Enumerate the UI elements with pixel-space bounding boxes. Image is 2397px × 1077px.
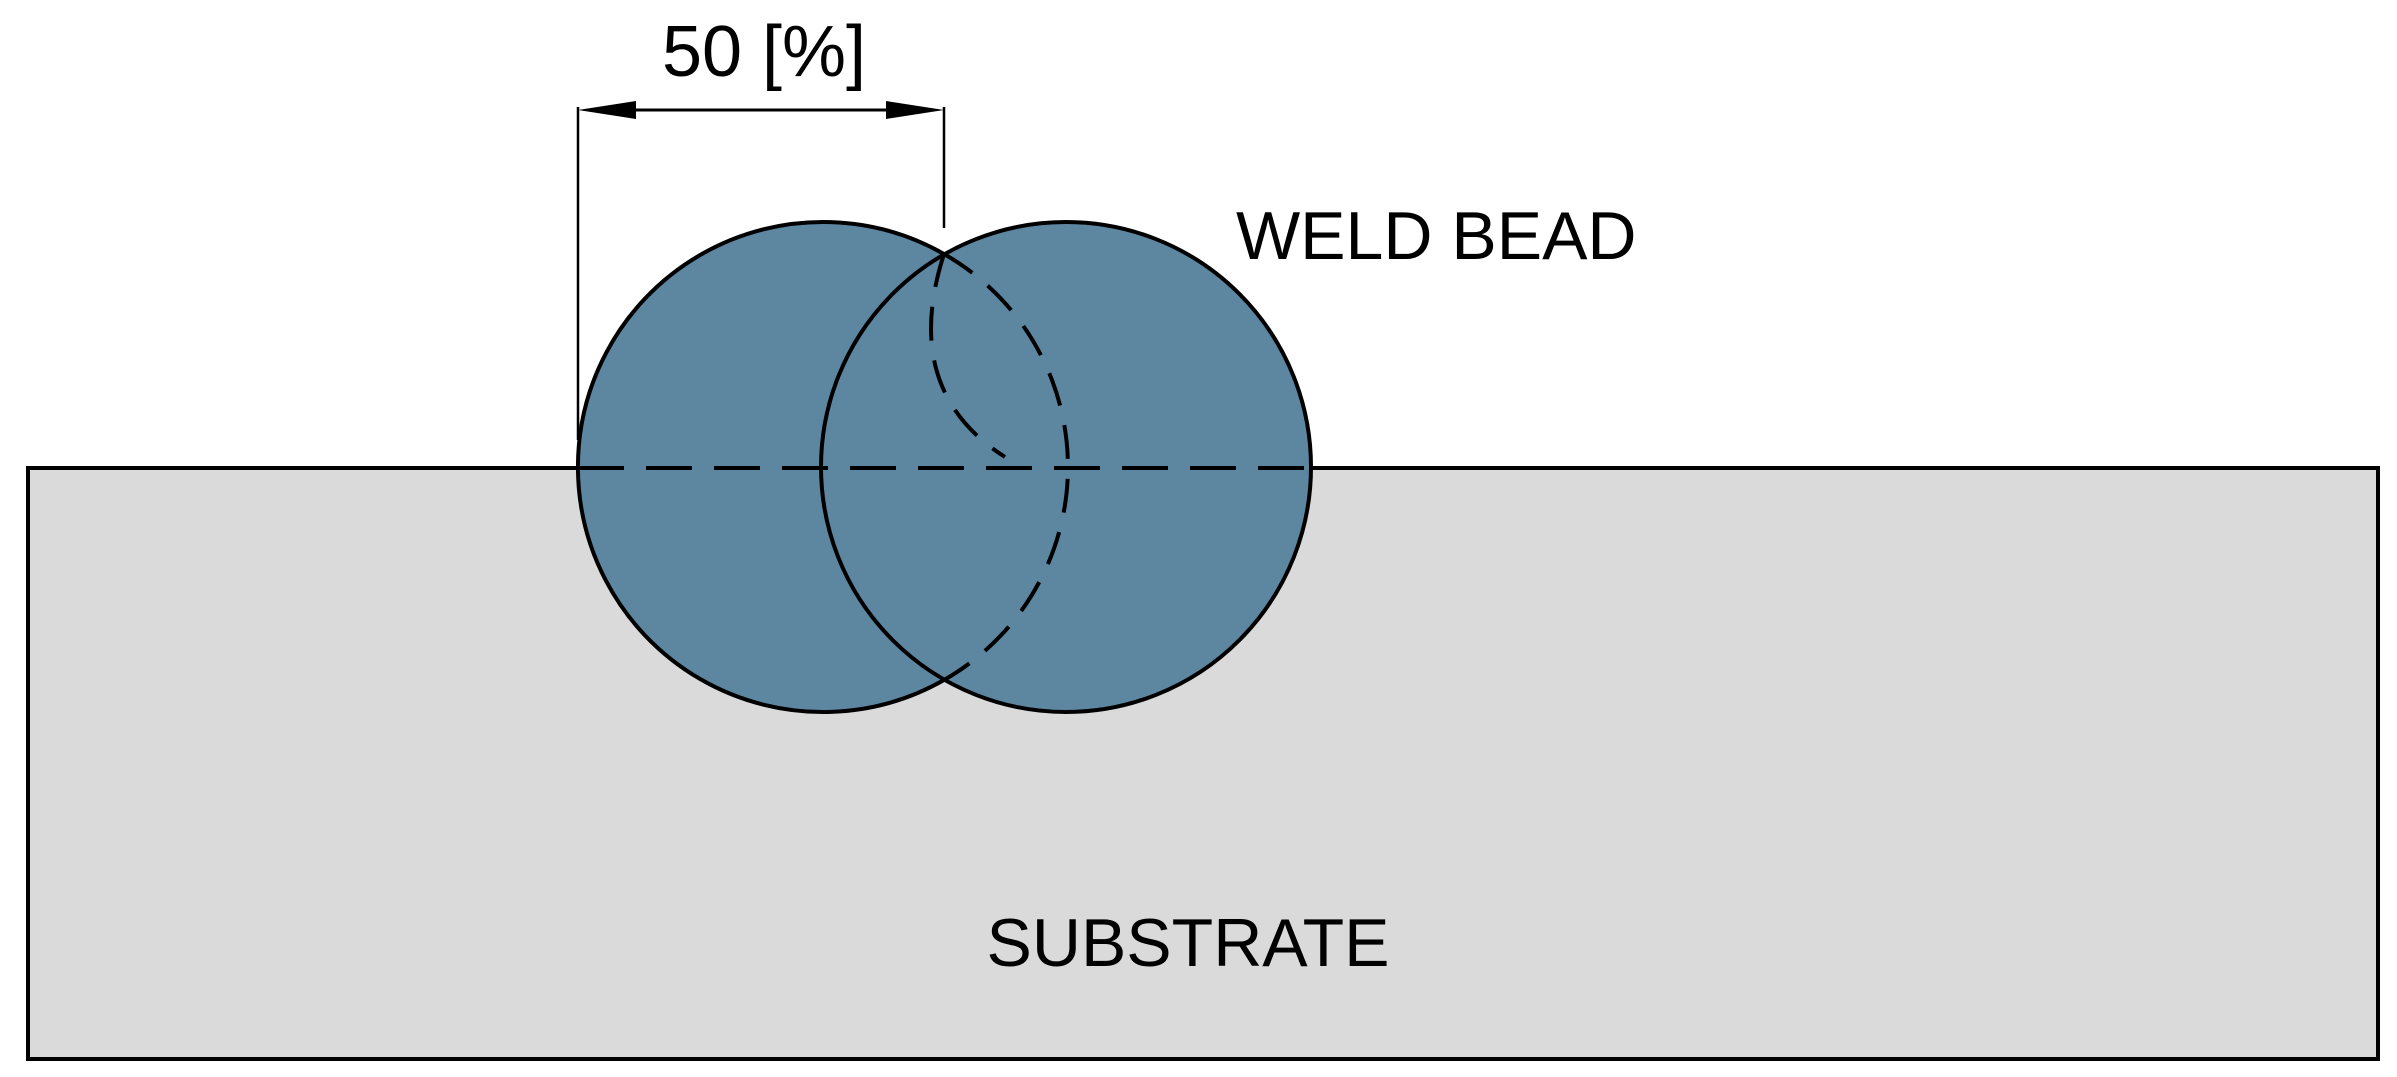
substrate-label: SUBSTRATE [986,905,1389,981]
hidden-inner-arc [929,253,1007,459]
weld-bead-1-hidden-outline [943,252,1070,682]
weld-bead-label: WELD BEAD [1236,198,1637,274]
dimension-arrow-left [578,101,636,119]
dimension-label: 50 [%] [662,12,866,92]
dimension-arrow-right [886,101,944,119]
